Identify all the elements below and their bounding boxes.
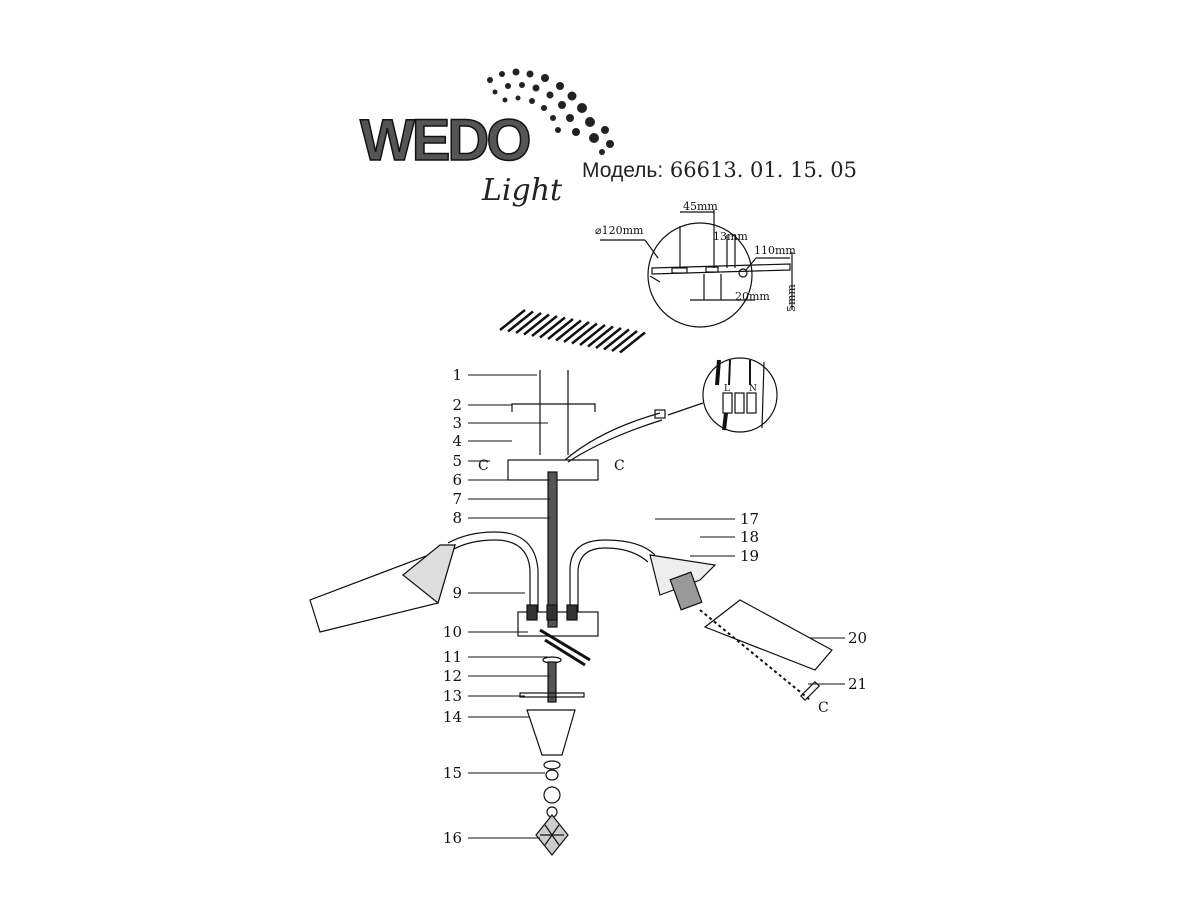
dim-110: 110mm — [754, 244, 796, 257]
dim-20: 20mm — [735, 290, 770, 303]
callout-9: 9 — [452, 584, 462, 602]
model-number: Модель: 66613. 01. 15. 05 — [582, 158, 857, 183]
screw-symbol: C — [614, 458, 625, 474]
hatch-line — [595, 327, 622, 349]
hatch-line — [523, 313, 550, 336]
model-value: 66613. 01. 15. 05 — [669, 158, 857, 182]
hatch-line — [499, 309, 526, 331]
callout-19: 19 — [740, 547, 759, 565]
callout-15: 15 — [443, 764, 462, 782]
hatch-line — [571, 322, 598, 345]
nut-symbol: C — [818, 700, 829, 716]
callout-10: 10 — [443, 623, 462, 641]
callout-2: 2 — [452, 396, 462, 414]
logo-brand: WEDO — [359, 108, 532, 173]
callout-7: 7 — [452, 490, 462, 508]
logo-dots — [487, 68, 614, 155]
callout-3: 3 — [452, 414, 462, 432]
hatch-line — [603, 328, 630, 351]
callout-5: 5 — [452, 452, 462, 470]
screw-symbol: C — [478, 458, 489, 474]
ceiling-hatch — [499, 309, 646, 354]
hatch-line — [619, 331, 646, 354]
chandelier: C C C — [309, 370, 833, 856]
wire-neutral-label: N — [749, 384, 757, 394]
callout-21: 21 — [848, 675, 867, 693]
mounting-detail: ⌀120mm 45mm 13mm 110mm 20mm 5mm — [595, 200, 798, 328]
callout-20: 20 — [848, 629, 867, 647]
wire-live-label: L — [724, 384, 730, 394]
callout-18: 18 — [740, 528, 759, 546]
hatch-line — [611, 330, 638, 352]
hatch-line — [531, 315, 558, 337]
dim-5: 5mm — [785, 284, 798, 312]
hatch-line — [507, 310, 534, 333]
hatch-line — [515, 312, 542, 334]
hatch-line — [539, 316, 566, 339]
logo-sub: Light — [482, 173, 563, 208]
callout-11: 11 — [443, 648, 462, 666]
hatch-line — [563, 321, 590, 343]
dim-diameter: ⌀120mm — [595, 224, 644, 237]
callout-1: 1 — [452, 366, 462, 384]
callout-4: 4 — [452, 432, 462, 450]
dim-13: 13mm — [713, 230, 748, 243]
hatch-line — [547, 318, 574, 340]
hatch-line — [587, 325, 614, 348]
callout-8: 8 — [452, 509, 462, 527]
hatch-line — [555, 319, 582, 342]
callout-12: 12 — [443, 667, 462, 685]
callout-16: 16 — [443, 829, 462, 847]
callout-13: 13 — [443, 687, 462, 705]
wiring-detail: L N — [667, 357, 778, 433]
dim-45: 45mm — [683, 200, 718, 213]
hatch-line — [579, 324, 606, 346]
callout-6: 6 — [452, 471, 462, 489]
model-label: Модель: — [582, 159, 664, 182]
callout-14: 14 — [443, 708, 462, 726]
callout-17: 17 — [740, 510, 759, 528]
